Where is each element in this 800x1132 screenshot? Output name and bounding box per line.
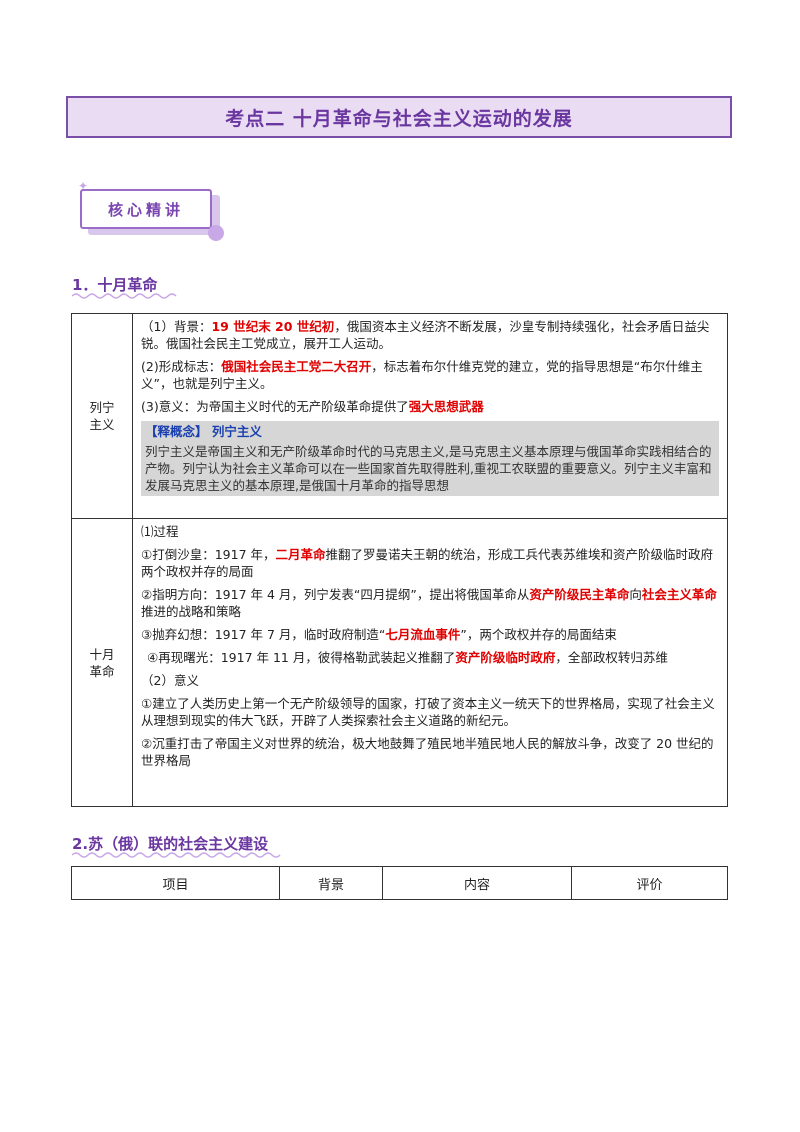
sparkle-icon: ✦ [78,179,89,193]
section2-heading: 2.苏（俄）联的社会主义建设 [72,835,269,853]
label-line: 十月 [89,646,115,662]
significance-paragraph: (3)意义：为帝国主义时代的无产阶级革命提供了强大思想武器 [141,399,484,414]
significance-item: ②沉重打击了帝国主义对世界的统治，极大地鼓舞了殖民地半殖民地人民的解放斗争，改变… [141,736,714,768]
header-cell-background: 背景 [279,866,383,900]
row-content-october: ⑴过程 ①打倒沙皇：1917 年，二月革命推翻了罗曼诺夫王朝的统治，形成工兵代表… [132,518,728,807]
process-item: ③抛弃幻想：1917 年 7 月，临时政府制造“七月流血事件”，两个政权并存的局… [141,627,617,642]
concept-box: 【释概念】 列宁主义 列宁主义是帝国主义和无产阶级革命时代的马克思主义,是马克思… [141,421,719,496]
badge-label: 核心精讲 [107,200,184,219]
page-title-box: 考点二 十月革命与社会主义运动的发展 [66,96,732,138]
formation-paragraph: (2)形成标志：俄国社会民主工党二大召开，标志着布尔什维克党的建立，党的指导思想… [141,359,703,391]
soviet-construction-table: 项目 背景 内容 评价 [71,866,728,900]
process-item: ①打倒沙皇：1917 年，二月革命推翻了罗曼诺夫王朝的统治，形成工兵代表苏维埃和… [141,547,714,579]
table-header-row: 项目 背景 内容 评价 [71,866,728,900]
october-revolution-table: 列宁 主义 （1）背景：19 世纪末 20 世纪初，俄国资本主义经济不断发展，沙… [71,313,728,807]
section1-heading: 1．十月革命 [72,276,158,294]
core-badge: ✦ 核心精讲 [78,179,228,241]
header-cell-content: 内容 [382,866,572,900]
concept-text: 列宁主义是帝国主义和无产阶级革命时代的马克思主义,是马克思主义基本原理与俄国革命… [145,444,712,493]
section1-underline [72,293,177,299]
concept-title: 【释概念】 列宁主义 [145,424,262,439]
significance-heading: （2）意义 [141,673,199,688]
significance-item: ①建立了人类历史上第一个无产阶级领导的国家，打破了资本主义一统天下的世界格局，实… [141,696,715,728]
header-cell-evaluation: 评价 [571,866,728,900]
page-title: 考点二 十月革命与社会主义运动的发展 [225,107,573,130]
row-label-october: 十月 革命 [71,518,133,807]
section2-underline [72,852,281,858]
label-line: 主义 [89,417,115,432]
process-heading: ⑴过程 [141,524,179,539]
label-line: 革命 [89,663,115,679]
header-cell-item: 项目 [71,866,280,900]
table-row: 列宁 主义 （1）背景：19 世纪末 20 世纪初，俄国资本主义经济不断发展，沙… [71,313,728,519]
badge-frame: 核心精讲 [80,189,212,229]
table-row: 十月 革命 ⑴过程 ①打倒沙皇：1917 年，二月革命推翻了罗曼诺夫王朝的统治，… [71,518,728,807]
row-label-leninism: 列宁 主义 [71,313,133,519]
background-paragraph: （1）背景：19 世纪末 20 世纪初，俄国资本主义经济不断发展，沙皇专制持续强… [141,319,710,351]
label-line: 列宁 [89,400,115,415]
process-item: ②指明方向：1917 年 4 月，列宁发表“四月提纲”，提出将俄国革命从资产阶级… [141,587,717,619]
process-item: ④再现曙光：1917 年 11 月，彼得格勒武装起义推翻了资产阶级临时政府，全部… [147,650,668,665]
badge-dot-icon [208,225,224,241]
row-content-leninism: （1）背景：19 世纪末 20 世纪初，俄国资本主义经济不断发展，沙皇专制持续强… [132,313,728,519]
